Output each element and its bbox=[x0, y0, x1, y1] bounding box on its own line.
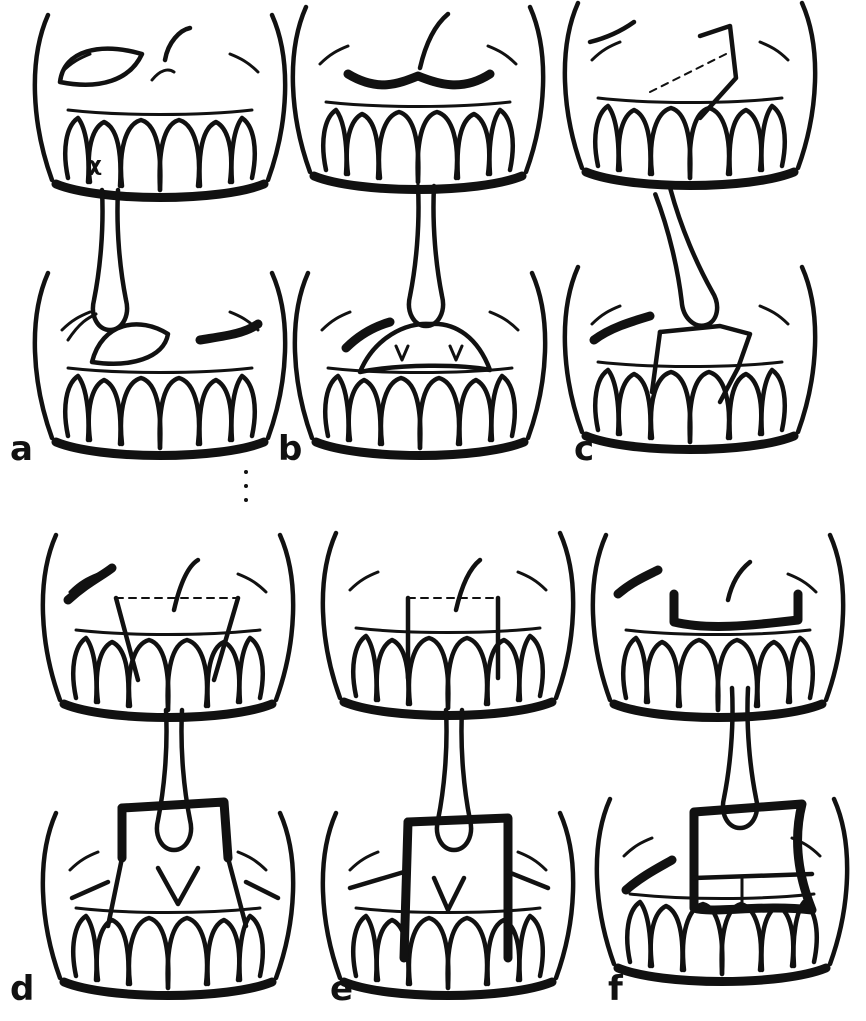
panel-label-e: e bbox=[330, 969, 353, 1009]
panel-b-flap bbox=[295, 186, 545, 456]
panel-e-flap bbox=[323, 710, 573, 996]
stray-dot bbox=[244, 470, 248, 474]
scribble-mark: ᵡ bbox=[88, 151, 102, 191]
panel-a-flap bbox=[35, 190, 285, 456]
panel-label-c: c bbox=[574, 429, 594, 469]
panel-d-incision bbox=[43, 535, 293, 718]
panel-label-d: d bbox=[10, 969, 34, 1009]
panel-c-flap bbox=[565, 187, 815, 450]
panel-label-b: b bbox=[278, 429, 302, 469]
stray-dot bbox=[244, 498, 248, 502]
panel-f-incision bbox=[593, 535, 843, 718]
panel-e-incision bbox=[323, 533, 573, 716]
stray-dot bbox=[244, 484, 248, 488]
panel-b-incision bbox=[293, 7, 543, 190]
panel-label-a: a bbox=[10, 429, 33, 469]
panel-d-flap bbox=[43, 710, 293, 996]
panel-a-incision: ᵡ bbox=[35, 15, 285, 198]
panel-label-f: f bbox=[608, 969, 624, 1009]
panel-c-incision bbox=[565, 3, 815, 186]
panel-f-flap bbox=[597, 688, 847, 982]
